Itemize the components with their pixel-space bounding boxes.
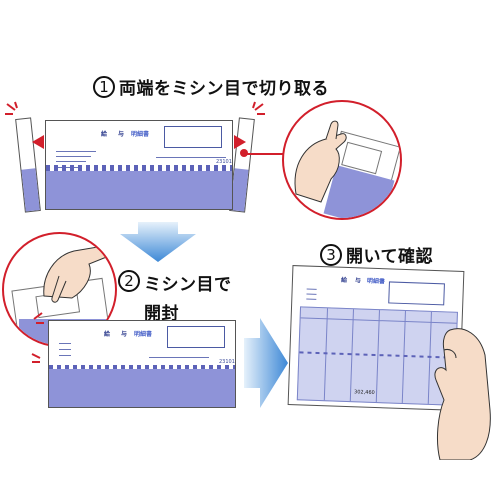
form2-code: 23101 bbox=[219, 359, 235, 365]
red-burst-step2 bbox=[31, 353, 41, 363]
step-3-number: 3 bbox=[320, 243, 342, 266]
pinching-hand-icon bbox=[43, 245, 111, 303]
form3-title-mid: 与 bbox=[354, 277, 362, 285]
zoom-leader-line-1 bbox=[244, 153, 292, 155]
form3-title-right: 明細書 bbox=[366, 277, 386, 286]
step-2-form: 給 与 明細書 23101 bbox=[48, 320, 236, 408]
red-triangle-right bbox=[234, 135, 246, 149]
red-burst-left bbox=[5, 101, 18, 115]
step-2-number: 2 bbox=[118, 270, 140, 292]
step-1-text: 両端をミシン目で切り取る bbox=[119, 79, 329, 99]
step-1-form: 給 与 明細書 23101 bbox=[45, 120, 233, 210]
step-2-text-line2: 開封 bbox=[144, 304, 179, 324]
form-title-right: 明細書 bbox=[131, 131, 150, 138]
form2-title-right: 明細書 bbox=[134, 331, 153, 338]
hand-icon bbox=[294, 120, 347, 203]
step-1-label: 1 両端をミシン目で切り取る bbox=[93, 74, 329, 99]
form3-total: 302,460 bbox=[353, 389, 375, 396]
zoom-anchor-dot-1 bbox=[240, 149, 248, 157]
holding-hand-icon bbox=[434, 328, 491, 460]
form-code-1: 23101 bbox=[216, 159, 232, 165]
form2-title-mid: 与 bbox=[121, 331, 128, 338]
red-burst-zoom bbox=[33, 312, 44, 324]
step-2-label: 2 ミシン目で 開封 bbox=[118, 270, 232, 324]
down-arrow-icon bbox=[120, 222, 196, 262]
form2-title-left: 給 bbox=[104, 331, 111, 338]
form-title-mid: 与 bbox=[118, 131, 125, 138]
step-2-text-line1: ミシン目で bbox=[144, 275, 232, 295]
red-burst-right bbox=[252, 101, 265, 115]
left-torn-strip bbox=[15, 117, 41, 213]
form3-title-left: 給 bbox=[340, 276, 348, 284]
right-arrow-icon bbox=[244, 318, 288, 408]
form-title-left: 給 bbox=[101, 131, 108, 138]
step-1-zoom-inset bbox=[282, 100, 402, 220]
step-3-text: 開いて確認 bbox=[346, 247, 433, 267]
step-1-number: 1 bbox=[93, 75, 115, 98]
step-3-label: 3 開いて確認 bbox=[320, 242, 433, 267]
red-triangle-left bbox=[32, 135, 44, 149]
